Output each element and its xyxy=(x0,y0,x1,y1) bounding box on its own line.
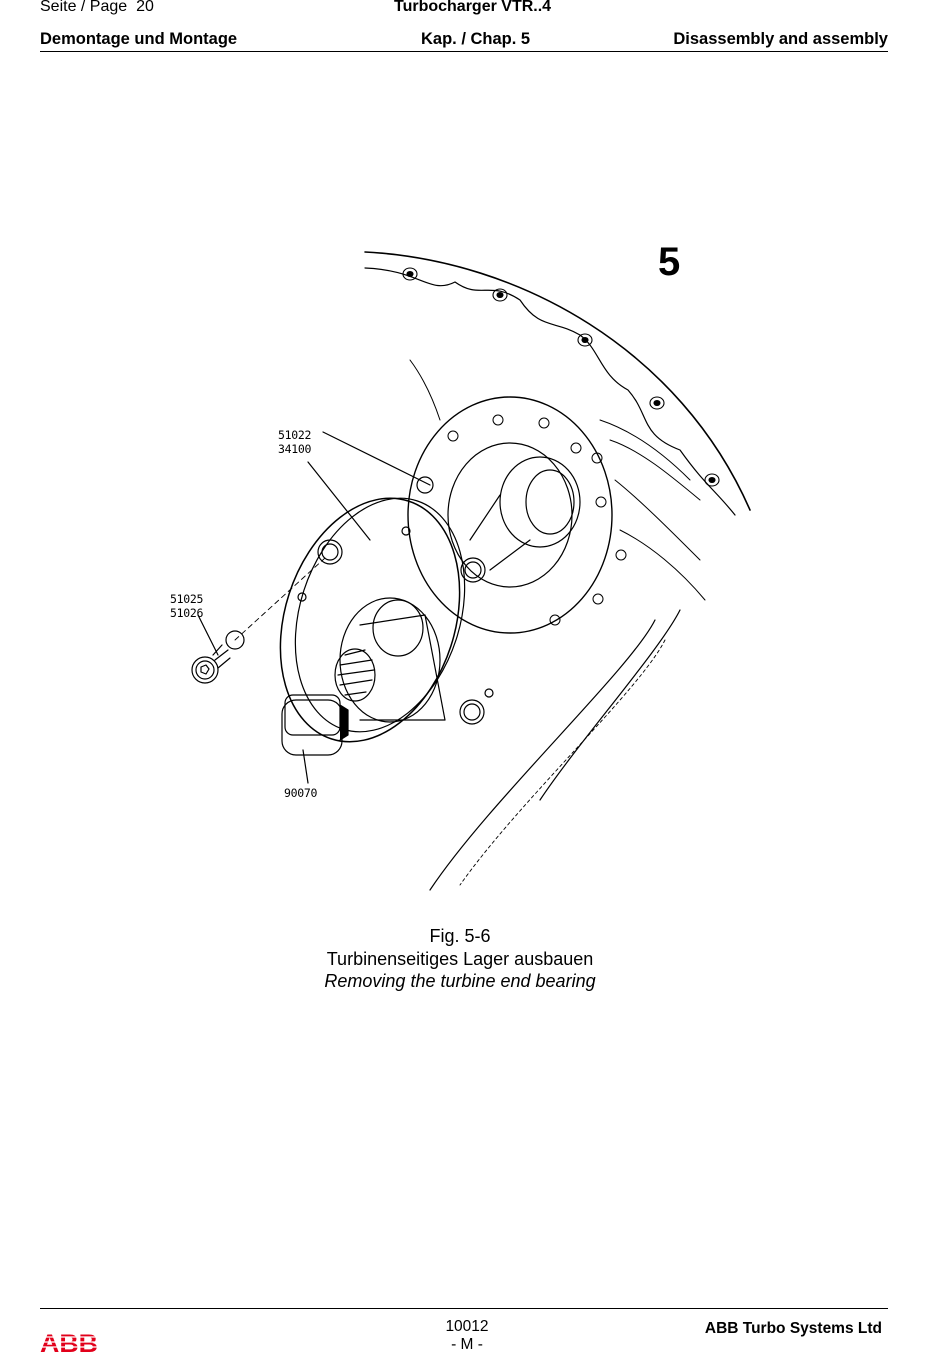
section-title-en: Disassembly and assembly xyxy=(673,30,888,48)
company-name: ABB Turbo Systems Ltd xyxy=(704,1320,882,1337)
page-number: 20 xyxy=(136,0,154,15)
revision: - M - xyxy=(451,1336,483,1353)
chapter-label: Kap. / Chap. 5 xyxy=(421,30,531,48)
bearing-removal-drawing xyxy=(191,251,751,891)
figure-caption-en: Removing the turbine end bearing xyxy=(324,971,596,991)
figure-caption-de: Turbinenseitiges Lager ausbauen xyxy=(326,949,594,969)
page-label: Seite / Page 20 xyxy=(40,0,154,15)
footer-rule xyxy=(40,1308,888,1309)
document-number: 10012 xyxy=(445,1318,489,1335)
abb-logo: ABB xyxy=(40,1331,100,1355)
header-rule xyxy=(40,51,888,52)
part-label-90070: 90070 xyxy=(284,786,318,800)
chapter-marker: 5 xyxy=(658,240,681,284)
product-title: Turbocharger VTR..4 xyxy=(394,0,552,15)
svg-text:ABB: ABB xyxy=(40,1331,98,1355)
figure-number: Fig. 5-6 xyxy=(429,926,491,946)
section-title-de: Demontage und Montage xyxy=(40,30,238,48)
